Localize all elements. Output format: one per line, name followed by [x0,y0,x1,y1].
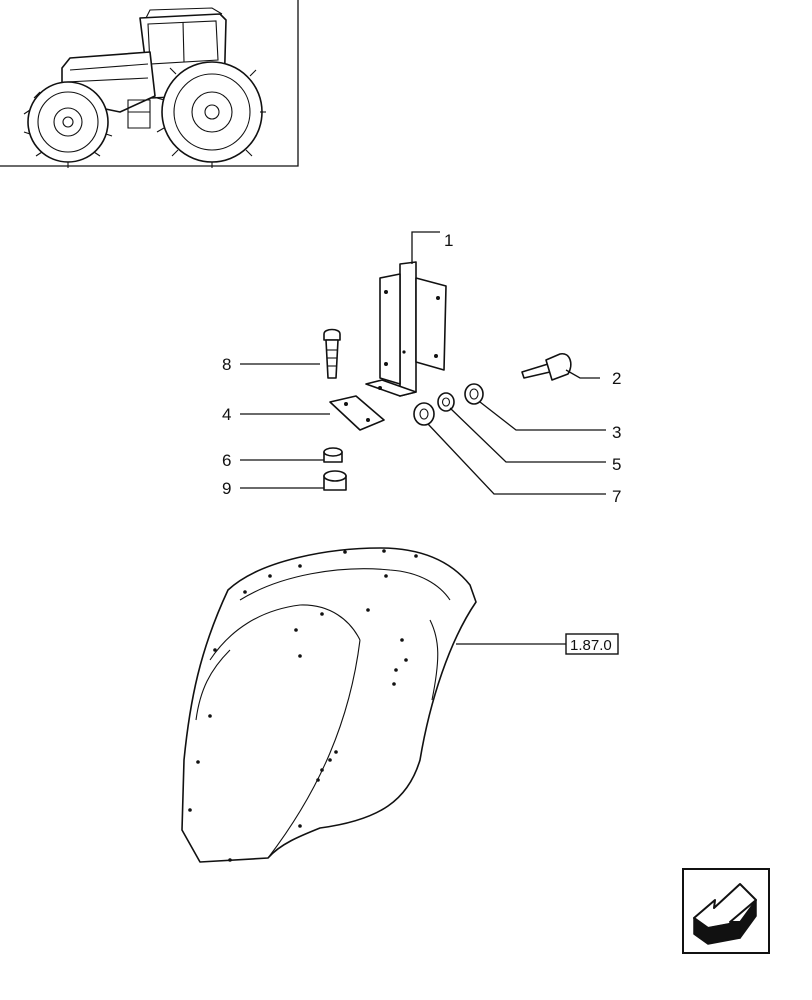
callout-8: 8 [222,355,231,374]
leader-lines [240,231,606,645]
callout-3: 3 [612,423,621,442]
tractor-thumbnail-icon [0,0,299,168]
next-page-arrow-icon[interactable] [682,868,770,954]
callout-5: 5 [612,455,621,474]
callout-4: 4 [222,405,231,424]
fender-part [181,547,477,863]
callout-9: 9 [222,479,231,498]
callout-1: 1 [444,231,453,250]
screw-part-8 [323,328,341,379]
callout-6: 6 [222,451,231,470]
callout-7: 7 [612,487,621,506]
nut-part-6 [323,447,343,463]
reference-label: 1.87.0 [570,637,612,654]
bracket-part [365,261,447,397]
nut-part-9 [323,470,347,491]
reference-box[interactable]: 1.87.0 [565,633,619,655]
nut-part-7 [413,402,435,426]
bolt-part-2 [521,353,572,381]
washer-part-5 [437,392,455,412]
plate-part-4 [329,395,385,431]
washer-part-3 [464,383,484,405]
callout-2: 2 [612,369,621,388]
